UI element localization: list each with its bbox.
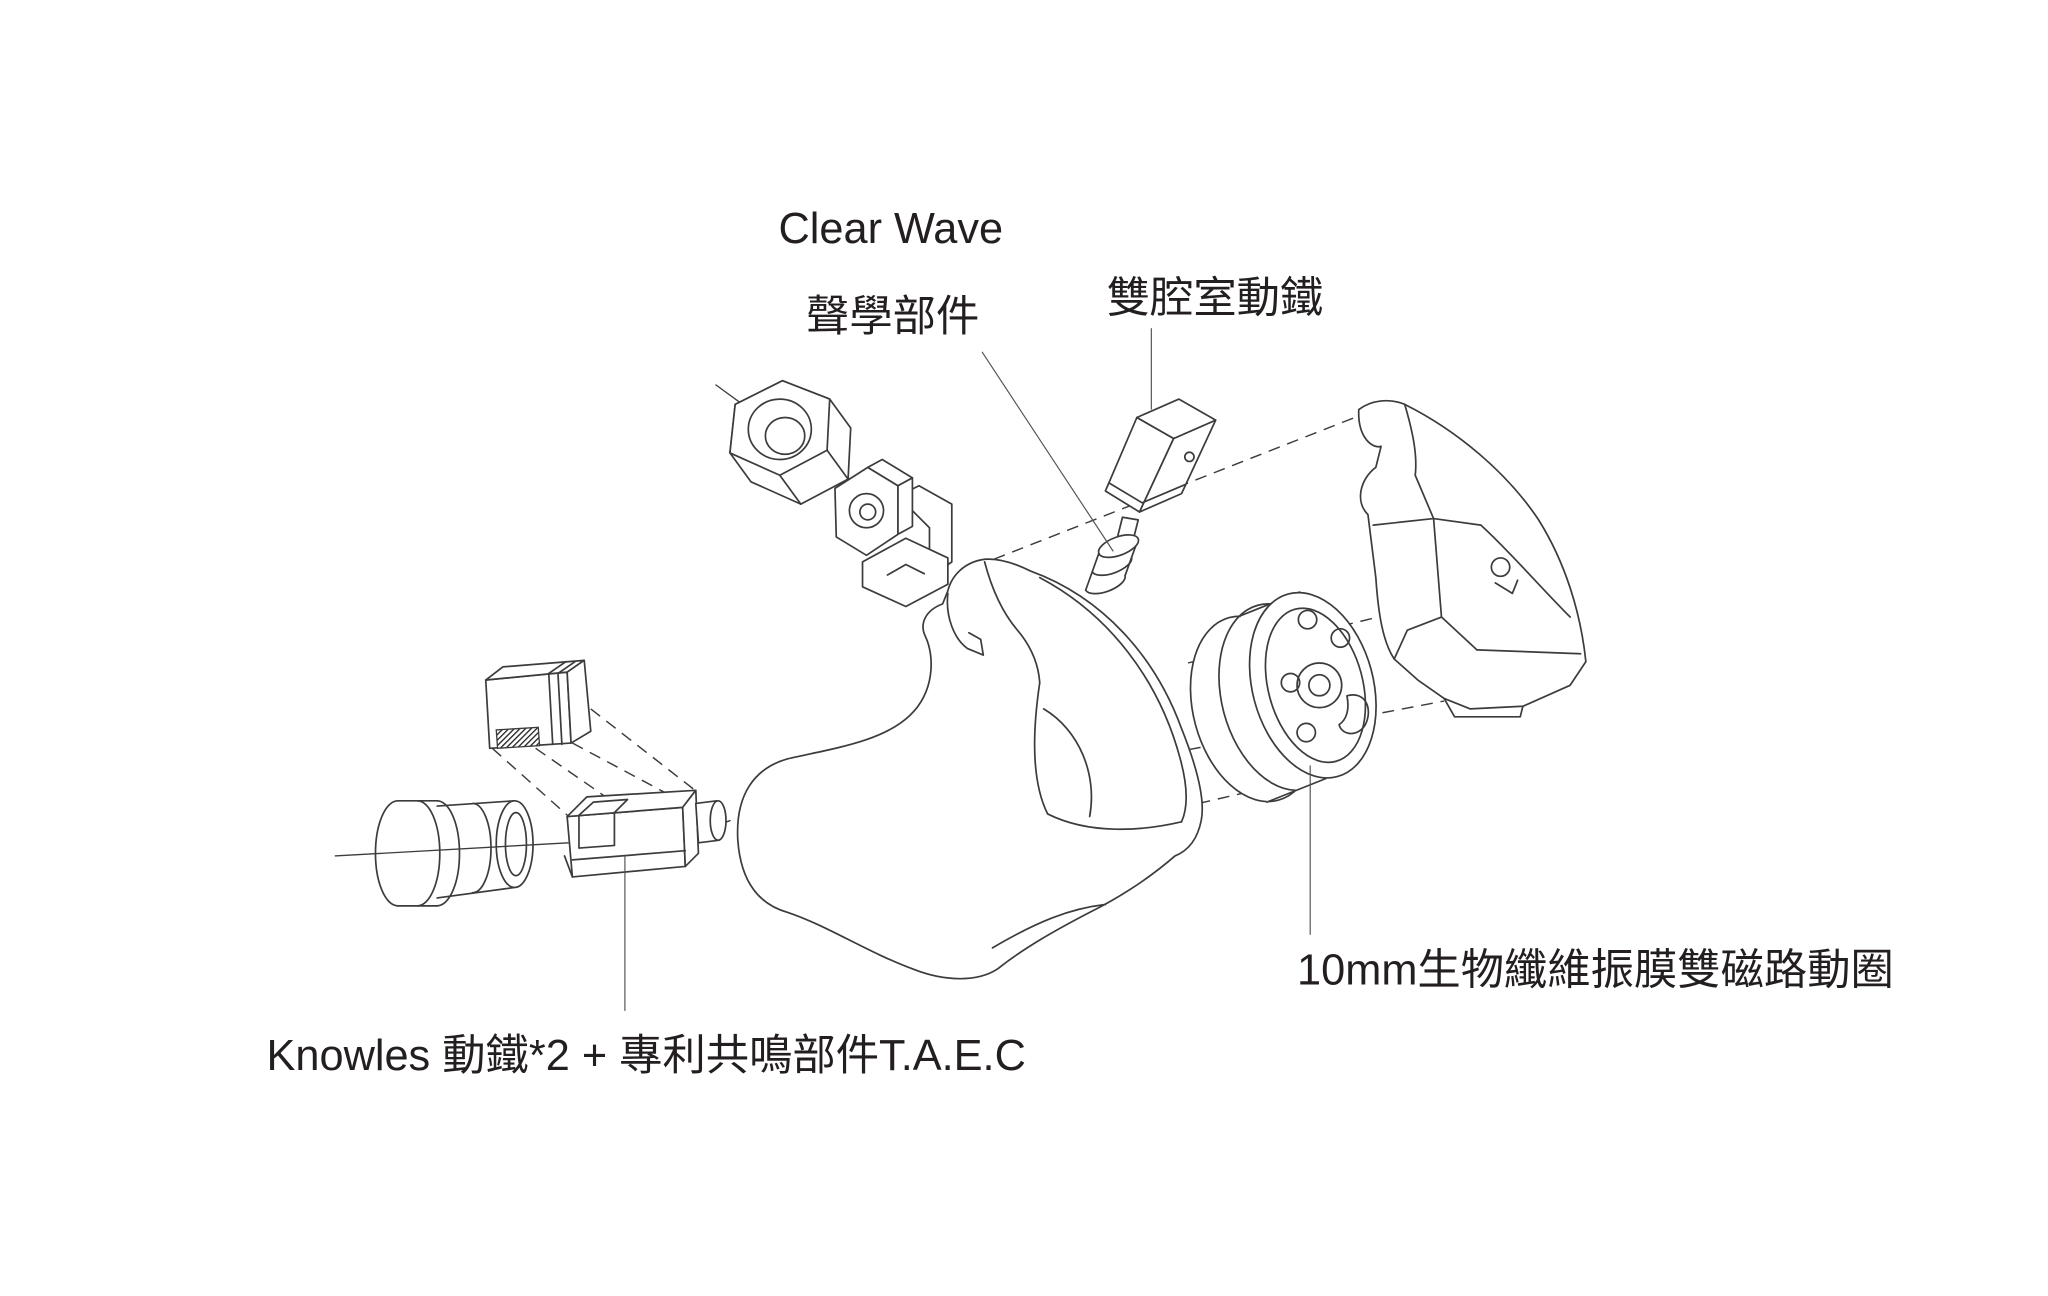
dual-ba-top-face xyxy=(1136,398,1217,440)
hex-nut-hole-inner xyxy=(764,416,806,456)
label-dynamic-driver: 10mm生物纖維振膜雙磁路動圈 xyxy=(1297,947,1894,995)
ba-driver-lower xyxy=(563,789,727,878)
driver-vent-hole-2 xyxy=(1330,627,1351,649)
hex-nut xyxy=(729,379,852,505)
nozzle-tip-bore xyxy=(504,811,528,877)
ba-upper-side-face xyxy=(566,659,592,744)
dual-ba-end-band xyxy=(1108,482,1187,504)
ba-lower-nub-end xyxy=(709,799,727,842)
ba-lower-base-lip xyxy=(563,849,687,878)
faceplate-facet-lower xyxy=(1393,616,1443,660)
driver-center-ring-outer xyxy=(1296,662,1343,709)
nozzle-ring-2 xyxy=(471,802,492,894)
clear-wave-band xyxy=(1091,556,1133,577)
faceplate-inner-edge xyxy=(1403,403,1417,477)
dash-ba-d xyxy=(590,708,699,794)
ear-shell xyxy=(736,558,1204,980)
nozzle-tip xyxy=(495,799,534,889)
driver-kidney-port xyxy=(1338,694,1370,735)
shell-outline xyxy=(736,558,1204,980)
nozzle-tube xyxy=(374,799,534,907)
shell-cavity-line xyxy=(1033,681,1183,831)
nozzle-flange-step xyxy=(436,799,461,907)
faceplate-bottom-tab xyxy=(1443,697,1524,718)
label-knowles: Knowles 動鐵*2 + 專利共鳴部件T.A.E.C xyxy=(267,1032,1026,1080)
ba-upper-port xyxy=(495,726,541,749)
clear-wave-cylinder xyxy=(1084,534,1140,595)
hex-nut-hole xyxy=(747,398,813,461)
nozzle-ring-1 xyxy=(416,799,441,907)
acoustic-base-block xyxy=(861,537,949,608)
dash-shell-to-driver-low xyxy=(1198,786,1268,805)
label-clear-wave: Clear Wave xyxy=(779,205,1004,253)
ba-lower-side-face xyxy=(681,789,700,868)
driver-vent-hole-3 xyxy=(1280,672,1301,693)
label-acoustic-component: 聲學部件 xyxy=(806,293,979,341)
clear-wave-top xyxy=(1097,534,1140,559)
ba-lower-front-face xyxy=(566,806,687,878)
acoustic-side-face xyxy=(897,477,914,536)
driver-front-inner-face xyxy=(1264,607,1367,764)
ba-driver-upper xyxy=(484,659,592,750)
ba-upper-segment-top xyxy=(547,660,576,675)
connector-socket-detail xyxy=(1494,579,1519,595)
ba-upper-segment-2 xyxy=(557,672,563,746)
shell-nozzle-notch xyxy=(946,592,985,656)
hex-nut-edges xyxy=(778,449,849,505)
faceplate-facet-left xyxy=(1372,517,1435,526)
taec-chamber-top xyxy=(578,798,629,817)
shell-concha-curve xyxy=(1042,708,1093,818)
dynamic-driver xyxy=(1189,591,1377,803)
driver-vent-hole-1 xyxy=(1297,609,1318,630)
faceplate xyxy=(1357,399,1587,718)
label-dual-chamber-ba: 雙腔室動鐵 xyxy=(1107,274,1324,322)
driver-center-ring-inner xyxy=(1308,673,1331,697)
taec-chamber xyxy=(578,811,616,849)
faceplate-facet-base xyxy=(1476,648,1582,655)
acoustic-base-notch xyxy=(886,563,926,576)
ba-upper-segment-1 xyxy=(547,672,554,746)
connector-socket-icon xyxy=(1490,557,1511,578)
acoustic-port-inner xyxy=(859,503,877,521)
driver-body-band xyxy=(1218,603,1297,792)
faceplate-facet-right xyxy=(1480,524,1571,618)
axis-line-nozzle xyxy=(334,842,569,857)
shell-rim-inner xyxy=(1038,576,1188,823)
faceplate-outline xyxy=(1357,399,1587,710)
dual-ba-vent-icon xyxy=(1183,451,1195,463)
dual-chamber-ba xyxy=(1104,398,1217,542)
labels: Clear Wave 聲學部件 雙腔室動鐵 10mm生物纖維振膜雙磁路動圈 Kn… xyxy=(267,205,1894,1080)
leader-acoustic-component xyxy=(981,351,1114,552)
clear-wave-bottom xyxy=(1084,574,1127,595)
leader-lines xyxy=(624,328,1311,1011)
acoustic-block xyxy=(834,458,953,608)
acoustic-port-outer xyxy=(848,492,885,529)
nozzle-flange-fill xyxy=(397,800,438,906)
shell-nozzle-inner-rim xyxy=(983,561,1041,684)
shell-bottom-crease xyxy=(991,903,1107,949)
dash-shell-to-faceplate-top xyxy=(993,416,1356,560)
driver-vent-hole-4 xyxy=(1296,722,1317,743)
